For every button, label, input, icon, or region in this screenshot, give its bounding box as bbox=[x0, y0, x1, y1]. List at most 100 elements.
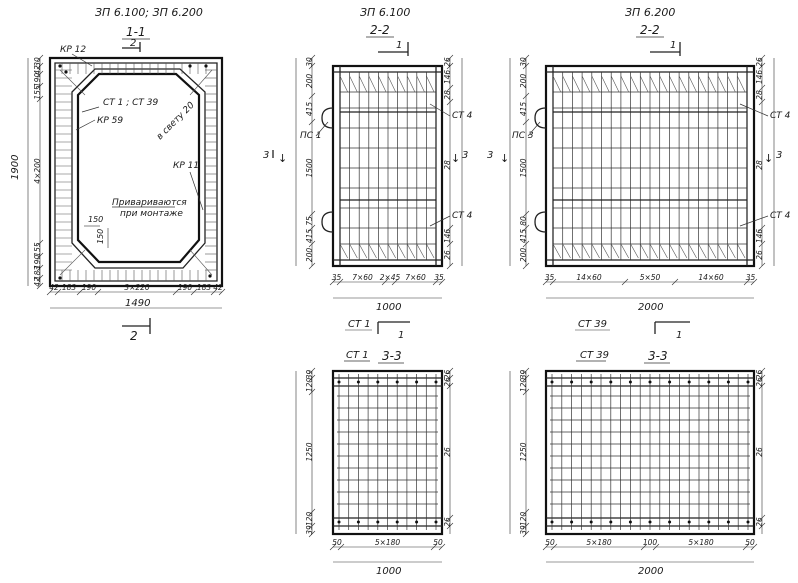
cut-label-3-left-a: 3 bbox=[263, 150, 269, 161]
dim-label: 1250 bbox=[519, 442, 528, 461]
label-pc3: ПС 3 bbox=[512, 131, 534, 141]
arrow-3-right-b: ↓ bbox=[764, 152, 773, 165]
label-kp59: КР 59 bbox=[97, 116, 123, 126]
mesh-3-3-a bbox=[333, 374, 442, 530]
mesh-2-2-b bbox=[552, 72, 748, 260]
dim-label: 26 bbox=[755, 250, 764, 260]
cut-label-2-bottom: 2 bbox=[130, 329, 138, 343]
stirrups-1-1 bbox=[55, 63, 217, 281]
label-pc1: ПС 1 bbox=[300, 131, 322, 141]
dim-label: 14×60 bbox=[576, 273, 602, 282]
dim-label: 28 bbox=[755, 160, 764, 170]
dim-label: 120 bbox=[305, 512, 314, 527]
dim-label: 100 bbox=[643, 538, 658, 547]
dim-label: 26 bbox=[755, 447, 764, 457]
label-st1-33: СТ 1 bbox=[346, 350, 369, 361]
dim-label: 146 bbox=[755, 70, 764, 85]
section-2-2-zp6-100: 2-2 1 ПС 1 СТ 4 СТ 4 3 ↓ ↓ 3 30200415150… bbox=[263, 23, 473, 341]
lifting-loop-a bbox=[321, 107, 334, 129]
dim-label: 1500 bbox=[519, 158, 528, 177]
dim-label: 5×180 bbox=[688, 538, 714, 547]
dim-total-width-2000-33b: 2000 bbox=[638, 566, 663, 577]
dim-label: 42 bbox=[49, 283, 59, 292]
dim-label: 200 bbox=[519, 248, 528, 263]
dim-label: 146 bbox=[443, 70, 452, 85]
label-st39-bottom: СТ 39 bbox=[578, 319, 607, 330]
dim-label: 35 bbox=[746, 273, 756, 282]
dim-label: 415 bbox=[519, 102, 528, 117]
dim-label: 5×50 bbox=[640, 273, 661, 282]
mesh-2-2-a bbox=[339, 72, 437, 260]
cut-label-1-top-b: 1 bbox=[670, 40, 676, 51]
dim-label: 200 bbox=[519, 74, 528, 89]
dim-label: 42 bbox=[33, 277, 42, 287]
dim-label: 50 bbox=[545, 538, 555, 547]
dim-label: 155 bbox=[33, 242, 42, 257]
wall-outline-b bbox=[544, 64, 756, 268]
arrow-3-left-b: ↓ bbox=[500, 152, 509, 165]
wall-outline-a bbox=[331, 64, 444, 268]
lifting-loop-b bbox=[534, 107, 547, 129]
dim-label: 26 bbox=[443, 370, 452, 380]
dim-label: 5×180 bbox=[586, 538, 612, 547]
dim-label: 120 bbox=[305, 378, 314, 393]
dim-label: 26 bbox=[755, 57, 764, 67]
dim-label: 14×60 bbox=[698, 273, 724, 282]
header-middle: ЗП 6.100 bbox=[360, 6, 410, 19]
section-title-1-1: 1-1 bbox=[126, 25, 146, 39]
label-kp11: КР 11 bbox=[173, 161, 199, 171]
dim-label: 30 bbox=[519, 57, 528, 67]
dim-label: 415 bbox=[305, 102, 314, 117]
cut-label-1-top-a: 1 bbox=[396, 40, 402, 51]
dim-label: 183 bbox=[33, 266, 42, 281]
dim-label: 28 bbox=[755, 90, 764, 100]
dim-label: 190 bbox=[33, 255, 42, 270]
arrow-3-left-a: ↓ bbox=[278, 152, 287, 165]
dim-label: 26 bbox=[755, 517, 764, 527]
dim-label: 120 bbox=[519, 378, 528, 393]
dim-label: 415 bbox=[305, 229, 314, 244]
dim-label: 39 bbox=[519, 370, 528, 380]
dim-label: 3×220 bbox=[124, 283, 150, 292]
slab-outline-a bbox=[331, 369, 444, 536]
dim-label: 183 bbox=[197, 283, 212, 292]
dim-label: 26 bbox=[443, 447, 452, 457]
dim-label: 4×200 bbox=[33, 158, 42, 184]
dim-label: 42 bbox=[213, 283, 223, 292]
dim-label: 39 bbox=[305, 525, 314, 535]
dim-label: 30 bbox=[33, 57, 42, 67]
dim-label: 190 bbox=[82, 283, 97, 292]
dim-total-height-1900: 1900 bbox=[10, 155, 21, 180]
dim-label: 30 bbox=[305, 57, 314, 67]
label-weld-2: при монтаже bbox=[120, 209, 183, 219]
dim-label: 35 bbox=[545, 273, 555, 282]
label-st39-33: СТ 39 bbox=[580, 350, 609, 361]
label-st4-b2: СТ 4 bbox=[770, 211, 791, 221]
label-st1-bottom: СТ 1 bbox=[348, 319, 371, 330]
dim-label: 26 bbox=[755, 377, 764, 387]
dim-total-width-1000-33a: 1000 bbox=[376, 566, 401, 577]
cut-label-2-top: 2 bbox=[130, 38, 136, 49]
header-left: ЗП 6.100; ЗП 6.200 bbox=[95, 6, 203, 19]
cut-label-3-right-b: 3 bbox=[776, 150, 782, 161]
header-right: ЗП 6.200 bbox=[625, 6, 675, 19]
dim-label: 80 bbox=[519, 216, 528, 226]
dim-150-a: 150 bbox=[88, 215, 103, 224]
dim-label: 7×60 bbox=[405, 273, 426, 282]
dim-label: 75 bbox=[305, 216, 314, 226]
dim-label: 28 bbox=[443, 160, 452, 170]
arrow-3-right-a: ↓ bbox=[451, 152, 460, 165]
dim-150-b: 150 bbox=[96, 229, 105, 244]
dim-label: 39 bbox=[305, 370, 314, 380]
dim-label: 146 bbox=[443, 229, 452, 244]
dim-label: 50 bbox=[745, 538, 755, 547]
dim-label: 146 bbox=[755, 229, 764, 244]
dim-label: 7×60 bbox=[352, 273, 373, 282]
frame-outer bbox=[48, 56, 224, 288]
section-title-3-3-b: 3-3 bbox=[648, 349, 668, 363]
dim-label: 155 bbox=[33, 85, 42, 100]
label-st4-a1: СТ 4 bbox=[452, 111, 473, 121]
section-title-3-3-a: 3-3 bbox=[382, 349, 402, 363]
